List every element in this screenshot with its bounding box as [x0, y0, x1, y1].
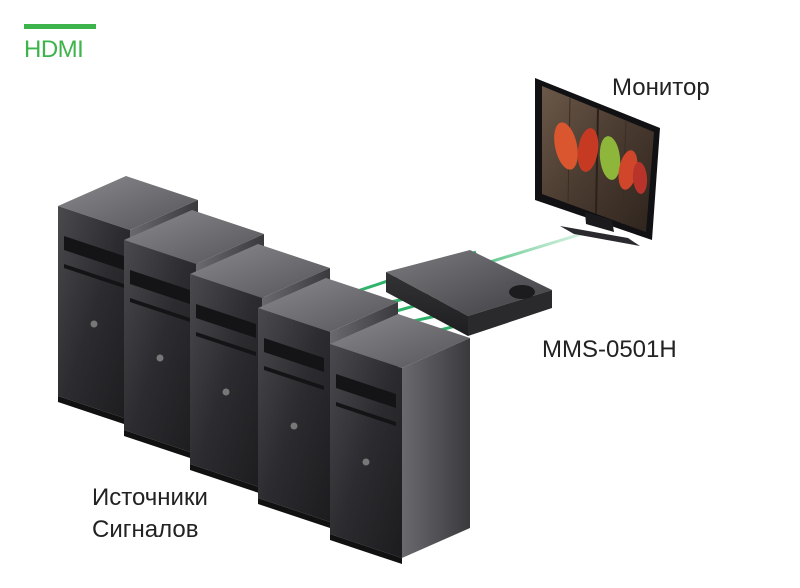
- device-label: MMS-0501H: [542, 336, 677, 363]
- monitor-label: Монитор: [612, 74, 710, 101]
- monitor: [535, 78, 660, 246]
- sources-label-line2: Сигналов: [92, 516, 199, 543]
- hdmi-accent-bar: [24, 24, 96, 29]
- switcher-device: [386, 250, 552, 336]
- hdmi-title: HDMI: [24, 36, 84, 63]
- source-towers: [58, 176, 470, 564]
- sources-label-line1: Источники: [92, 484, 208, 511]
- source-tower-5: [330, 314, 470, 564]
